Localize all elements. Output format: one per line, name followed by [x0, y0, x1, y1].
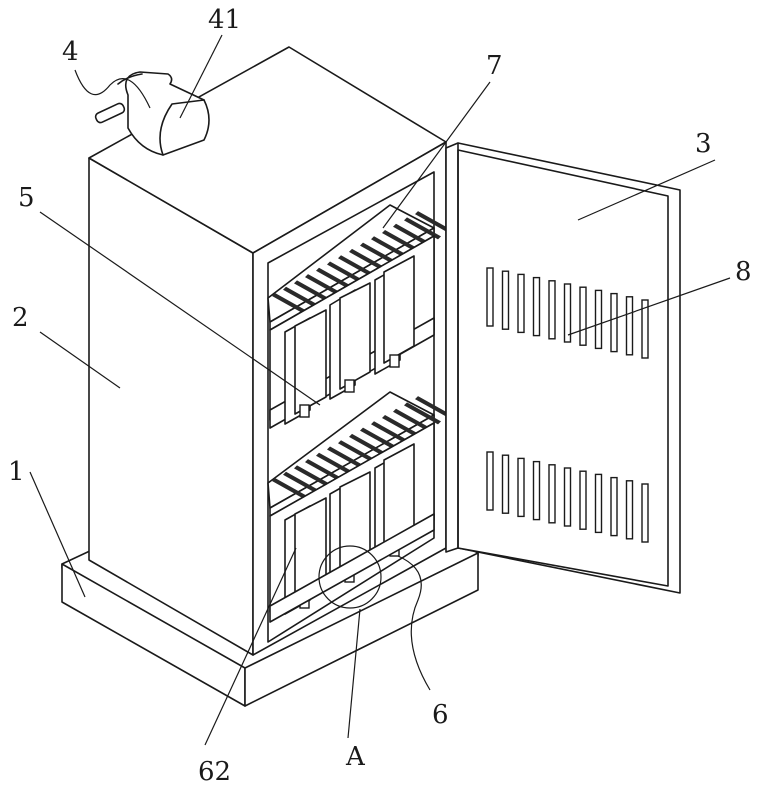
- grate-slat: [338, 440, 375, 463]
- grate-slat: [371, 421, 408, 444]
- vent-slot: [532, 460, 541, 521]
- cabinet-door: [445, 142, 681, 594]
- vent-slot: [486, 267, 494, 327]
- grate-slat: [382, 230, 419, 252]
- grate-slat: [349, 433, 386, 456]
- grate-slat: [404, 217, 441, 240]
- grate-slat: [415, 396, 452, 419]
- grate-slat: [327, 261, 364, 284]
- grate-slat: [360, 427, 397, 450]
- leader-lines: [29, 34, 731, 746]
- vent-slot: [501, 270, 510, 330]
- grate-slat: [283, 471, 320, 494]
- vent-slot: [563, 467, 572, 527]
- vent-slot: [517, 273, 525, 334]
- grate-slat: [415, 211, 452, 234]
- grate-slat: [327, 446, 364, 469]
- grate-slat: [393, 408, 430, 431]
- grate-slat: [272, 293, 309, 315]
- vent-slot: [563, 283, 572, 343]
- upper-shelf-grate: [267, 204, 452, 331]
- vent-slot: [610, 476, 618, 537]
- vent-slot: [501, 454, 510, 514]
- lower-shelf-grate: [267, 391, 452, 517]
- grate-slat: [305, 274, 342, 297]
- grate-slat: [338, 255, 375, 278]
- vent-slot: [579, 286, 587, 346]
- grate-slat: [393, 223, 430, 246]
- upper-compartment: [269, 235, 435, 429]
- detail-circle-a: [318, 545, 382, 609]
- lower-compartment: [269, 422, 435, 623]
- vent-slot: [532, 276, 541, 337]
- grate-slat: [404, 402, 441, 425]
- grate-slat: [316, 452, 353, 475]
- vent-slot: [625, 296, 634, 356]
- label-1: 1: [8, 457, 25, 487]
- grate-slat: [294, 465, 331, 488]
- vent-slot: [548, 280, 556, 340]
- label-41: 41: [208, 5, 241, 35]
- label-a: A: [345, 742, 366, 772]
- vent-slot: [548, 464, 556, 524]
- label-8: 8: [735, 257, 752, 287]
- vent-slot: [579, 470, 587, 530]
- grate-slat: [283, 286, 320, 309]
- label-3: 3: [695, 129, 712, 159]
- vent-slot: [625, 480, 634, 540]
- grate-slat: [349, 248, 386, 271]
- grate-slat: [382, 415, 419, 437]
- vent-slot: [610, 292, 618, 353]
- vent-slot: [486, 451, 494, 511]
- vent-slot: [641, 483, 649, 543]
- vent-slot: [641, 299, 649, 359]
- grate-slat: [316, 267, 353, 290]
- door-vents-lower: [486, 451, 649, 543]
- vent-slot: [517, 457, 525, 518]
- grate-slat: [294, 280, 331, 303]
- door-vents-upper: [486, 267, 649, 359]
- vent-slot: [594, 473, 603, 534]
- grate-slat: [272, 478, 309, 500]
- power-plug: [94, 71, 210, 156]
- grate-slat: [305, 459, 342, 482]
- label-6: 6: [432, 700, 449, 730]
- grate-slat: [360, 242, 397, 265]
- label-62: 62: [198, 757, 231, 787]
- grate-slat: [371, 236, 408, 259]
- label-2: 2: [12, 303, 29, 333]
- label-7: 7: [486, 51, 503, 81]
- label-5: 5: [18, 183, 35, 213]
- label-4: 4: [62, 37, 79, 67]
- vent-slot: [594, 289, 603, 350]
